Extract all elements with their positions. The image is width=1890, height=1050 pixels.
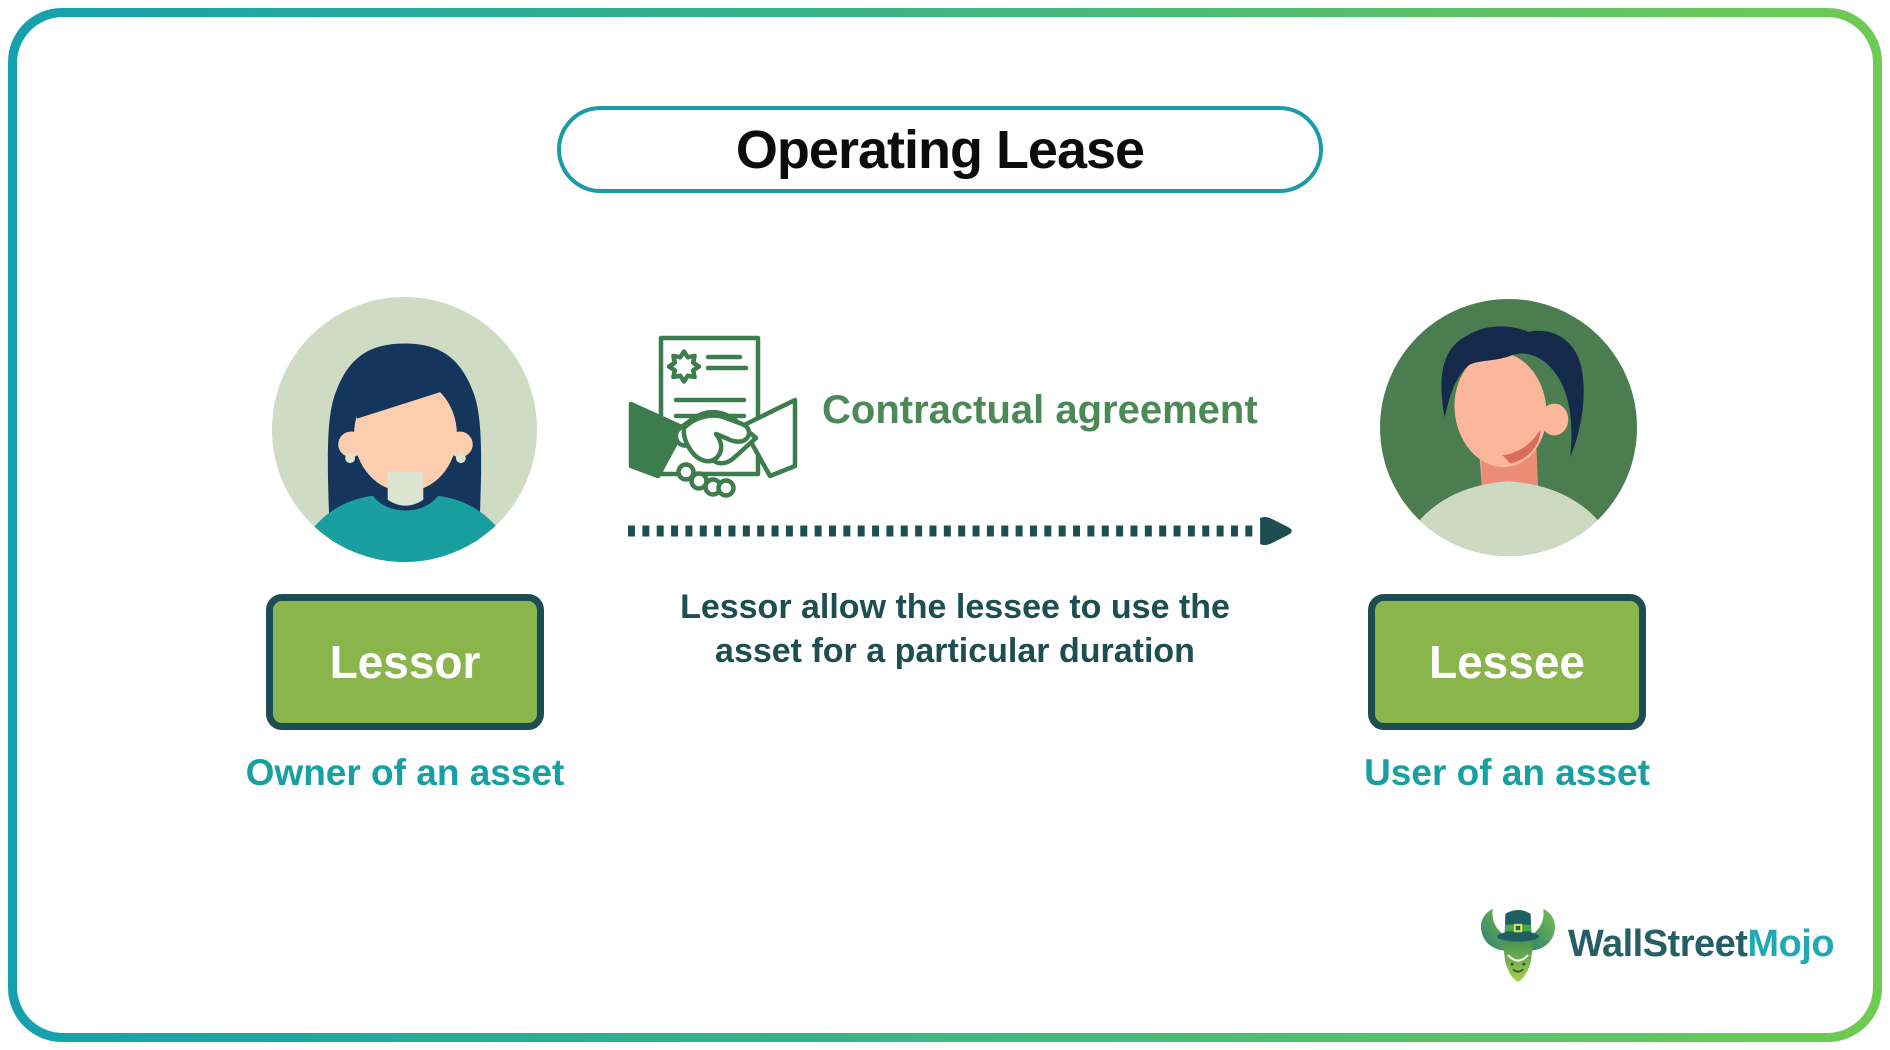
agreement-label: Contractual agreement xyxy=(822,388,1258,432)
woman-avatar-icon xyxy=(271,296,538,563)
arrow-caption-line1: Lessor allow the lessee to use the xyxy=(680,588,1230,626)
lessor-caption: Owner of an asset xyxy=(245,752,565,793)
lessee-avatar xyxy=(1379,298,1638,557)
lessor-avatar xyxy=(271,296,538,563)
logo-text-mojo: Mojo xyxy=(1747,922,1835,965)
logo-text-wallstreet: WallStreet xyxy=(1568,922,1748,965)
seal-star-icon xyxy=(666,349,702,384)
lessor-box: Lessor xyxy=(266,594,544,730)
bull-mascot-icon xyxy=(1480,908,1556,982)
logo-text: WallStreetMojo xyxy=(1568,922,1835,966)
arrow-caption-line2: asset for a particular duration xyxy=(715,632,1195,671)
wallstreetmojo-logo: WallStreetMojo xyxy=(1476,902,1835,986)
title-box: Operating Lease xyxy=(557,106,1323,193)
dotted-arrow xyxy=(625,515,1293,547)
arrow-caption: Lessor allow the lessee to use the asset… xyxy=(555,585,1355,673)
page-title: Operating Lease xyxy=(735,119,1145,180)
lessee-caption: User of an asset xyxy=(1364,752,1650,793)
lessor-label: Lessor xyxy=(329,636,481,688)
contract-handshake-icon xyxy=(628,326,798,504)
lessee-box: Lessee xyxy=(1368,594,1646,730)
lessee-label: Lessee xyxy=(1428,636,1585,688)
man-avatar-icon xyxy=(1379,298,1638,557)
